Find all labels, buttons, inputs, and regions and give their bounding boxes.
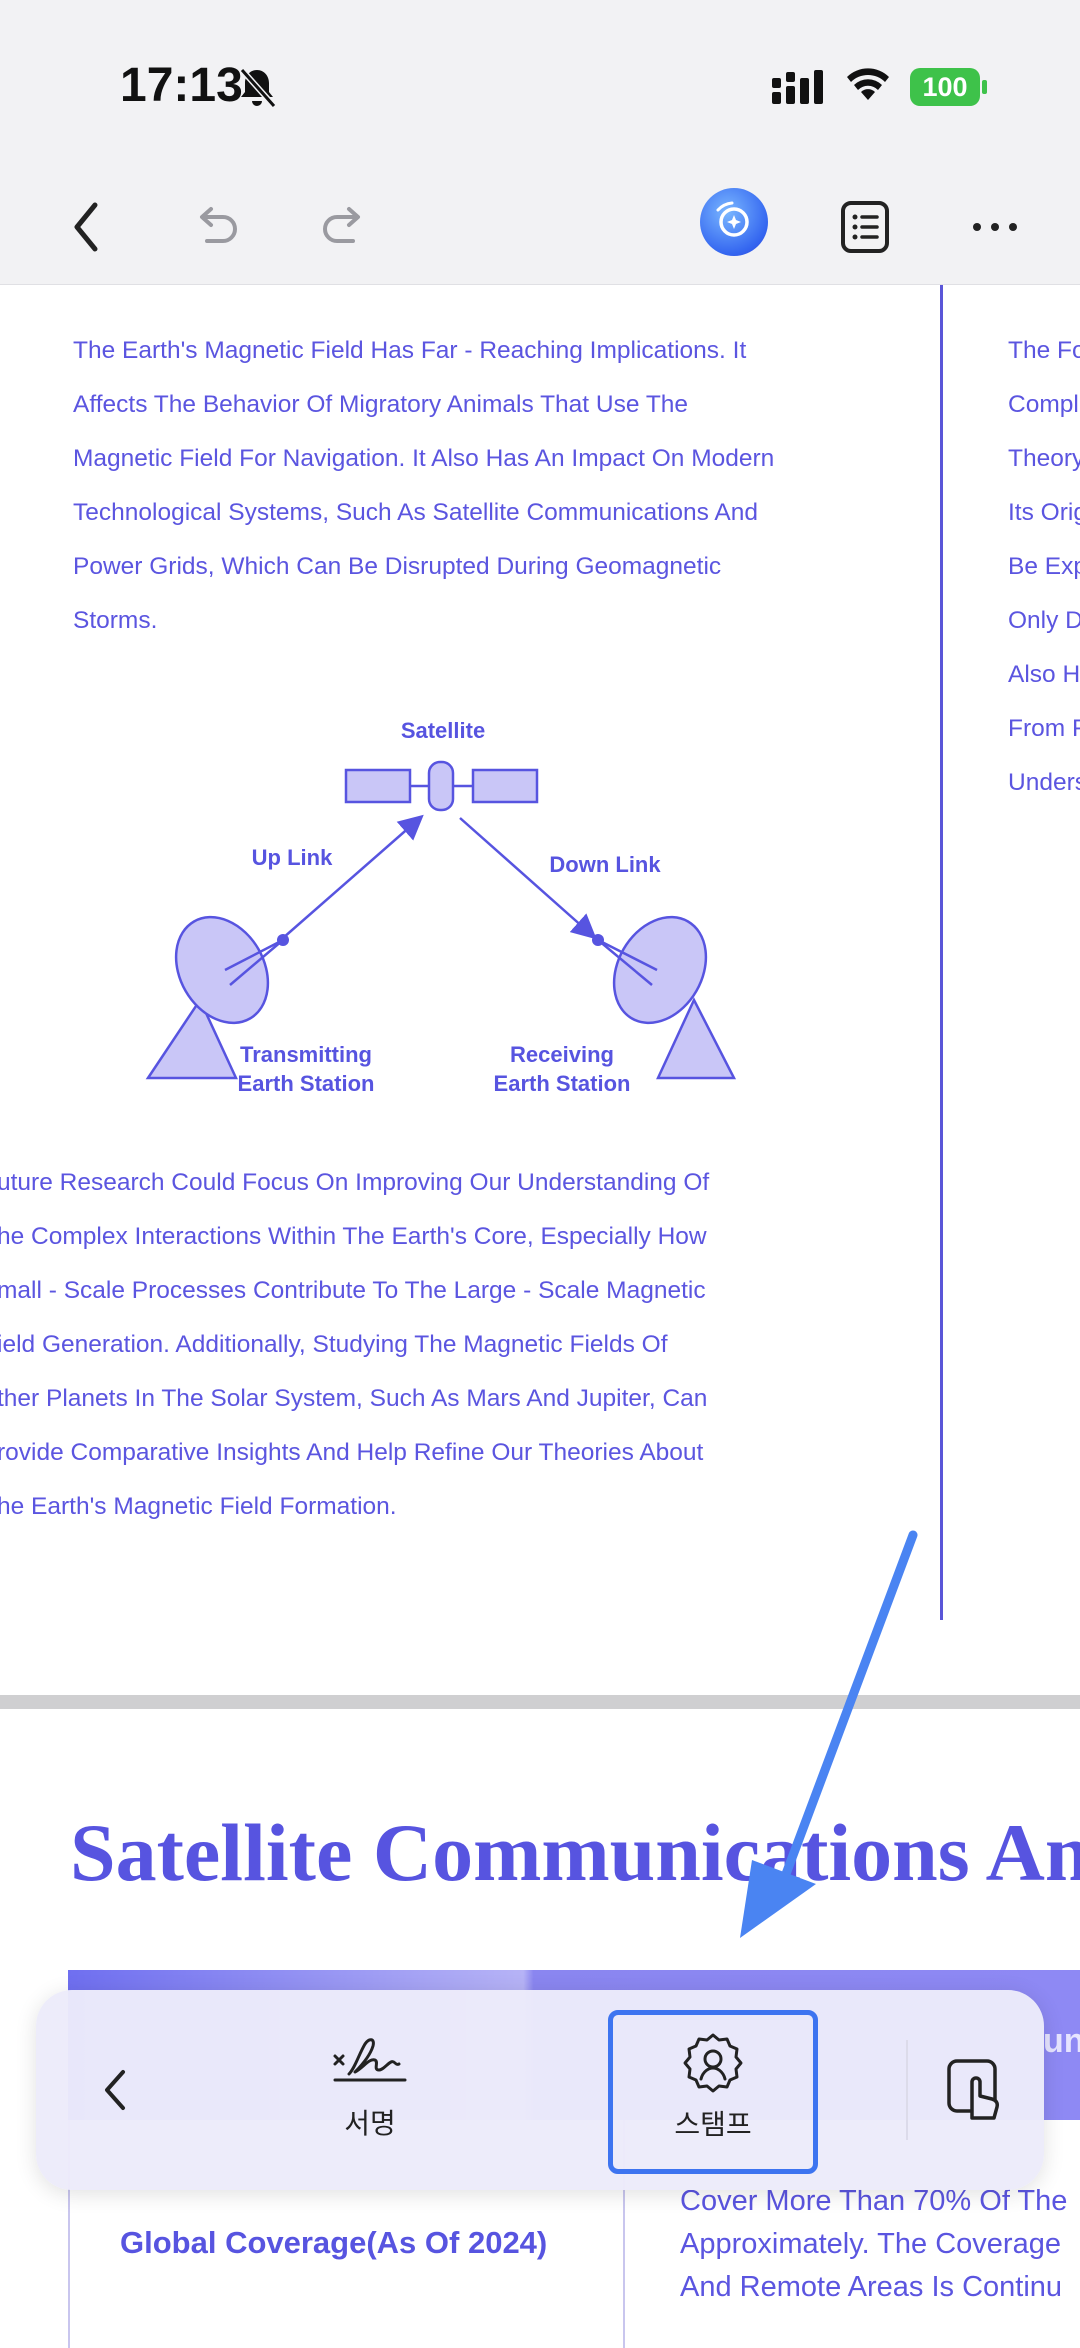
receiving-dish-icon: [592, 915, 737, 1080]
more-button[interactable]: [960, 192, 1030, 262]
status-time: 17:13: [120, 59, 243, 112]
receiving-label-line1: Receiving: [510, 1042, 614, 1067]
transmitting-dish-icon: [145, 915, 289, 1080]
text-line: Also H: [1008, 661, 1080, 688]
table-cell-global-coverage: Global Coverage(As Of 2024): [120, 2225, 548, 2260]
text-line: Magnetic Field For Navigation. It Also H…: [73, 445, 775, 472]
silent-bell-icon: [239, 68, 277, 108]
undo-button[interactable]: [180, 192, 250, 262]
panel-back-button[interactable]: [86, 2060, 146, 2120]
ai-assistant-button[interactable]: [700, 188, 768, 256]
signature-icon: [333, 2038, 407, 2082]
text-line: Theory: [1008, 445, 1080, 472]
text-line: Technological Systems, Such As Satellite…: [73, 499, 758, 526]
ai-assistant-icon: [716, 201, 749, 237]
text-line: Approximately. The Coverage: [680, 2228, 1061, 2260]
text-line: ield Generation. Additionally, Studying …: [0, 1331, 668, 1358]
transmitting-label-line2: Earth Station: [238, 1071, 375, 1096]
redo-button[interactable]: [310, 192, 380, 262]
stamp-tool-content: 스탬프: [613, 2031, 813, 2143]
page-separator: [0, 1695, 1080, 1709]
column-divider: [940, 285, 943, 1620]
transmitting-label-line1: Transmitting: [240, 1042, 372, 1067]
text-line: uture Research Could Focus On Improving …: [0, 1169, 710, 1196]
text-line: Compl: [1008, 391, 1079, 418]
signal-icon: [772, 70, 823, 104]
section-title: Satellite Communications An: [70, 1807, 1080, 1898]
paragraph-magnetic-implications: The Earth's Magnetic Field Has Far - Rea…: [73, 324, 774, 648]
text-line: From F: [1008, 715, 1080, 742]
text-line: Unders: [1008, 769, 1080, 796]
document-page-1: [0, 285, 1080, 1695]
table-header-right-text: uni: [1043, 2022, 1080, 2060]
battery-cap: [982, 80, 987, 94]
touch-hand-icon: [947, 2059, 999, 2120]
table-cell-divider: [623, 2120, 625, 2348]
paragraph-future-research: uture Research Could Focus On Improving …: [0, 1156, 709, 1534]
satellite-link-diagram: Satellite Up Link Down Link Transmitting…: [145, 718, 737, 1096]
redo-icon: [323, 207, 360, 243]
touch-mode-button[interactable]: [936, 2050, 1016, 2130]
back-button[interactable]: [52, 192, 122, 262]
wifi-icon: [847, 68, 889, 100]
downlink-label: Down Link: [549, 852, 661, 877]
downlink-arrow: [459, 817, 597, 940]
text-line: Storms.: [73, 607, 158, 634]
right-column-text: The Fo Compl Theory Its Orig Be Exp Only…: [1008, 324, 1080, 810]
back-chevron-icon: [74, 202, 98, 252]
top-toolbar: [0, 170, 1080, 285]
uplink-label: Up Link: [252, 845, 333, 870]
text-line: mall - Scale Processes Contribute To The…: [0, 1277, 706, 1304]
satellite-icon: [344, 760, 539, 812]
text-line: The Earth's Magnetic Field Has Far - Rea…: [73, 337, 747, 364]
text-line: he Earth's Magnetic Field Formation.: [0, 1493, 397, 1520]
undo-icon: [200, 207, 237, 243]
panel-separator: [906, 2040, 908, 2140]
stamp-label: 스탬프: [674, 2108, 752, 2141]
table-body: [68, 2120, 1080, 2348]
stamp-tool-button[interactable]: 스탬프: [608, 2010, 818, 2174]
text-line: ther Planets In The Solar System, Such A…: [0, 1385, 708, 1412]
table-cell-coverage-detail: Cover More Than 70% Of The Approximately…: [680, 2180, 1067, 2309]
text-line: Only D: [1008, 607, 1080, 634]
text-line: Power Grids, Which Can Be Disrupted Duri…: [73, 553, 722, 580]
satellite-label: Satellite: [401, 718, 485, 743]
text-line: Affects The Behavior Of Migratory Animal…: [73, 391, 689, 418]
text-line: Its Orig: [1008, 499, 1080, 526]
text-line: And Remote Areas Is Continu: [680, 2271, 1063, 2303]
chevron-left-icon: [105, 2070, 125, 2110]
status-bar: 17:13 100: [0, 0, 1080, 170]
outline-button[interactable]: [830, 192, 900, 262]
text-line: Cover More Than 70% Of The: [680, 2185, 1068, 2217]
text-line: Be Exp: [1008, 553, 1080, 580]
text-line: rovide Comparative Insights And Help Ref…: [0, 1439, 704, 1466]
pointer-arrow-annotation: [740, 1530, 918, 1938]
signature-label: 서명: [344, 2107, 396, 2140]
battery-indicator: 100: [910, 68, 980, 106]
text-line: he Complex Interactions Within The Earth…: [0, 1223, 707, 1250]
battery-level: 100: [922, 72, 968, 102]
outline-list-icon: [841, 201, 889, 253]
signature-tool-button[interactable]: 서명: [290, 2030, 450, 2142]
uplink-arrow: [282, 814, 424, 939]
stamp-icon: [683, 2033, 743, 2093]
text-line: The Fo: [1008, 337, 1080, 364]
more-icon: [973, 223, 1017, 231]
receiving-label-line2: Earth Station: [494, 1071, 631, 1096]
annotation-tool-panel: 서명 스탬프: [36, 1990, 1044, 2190]
